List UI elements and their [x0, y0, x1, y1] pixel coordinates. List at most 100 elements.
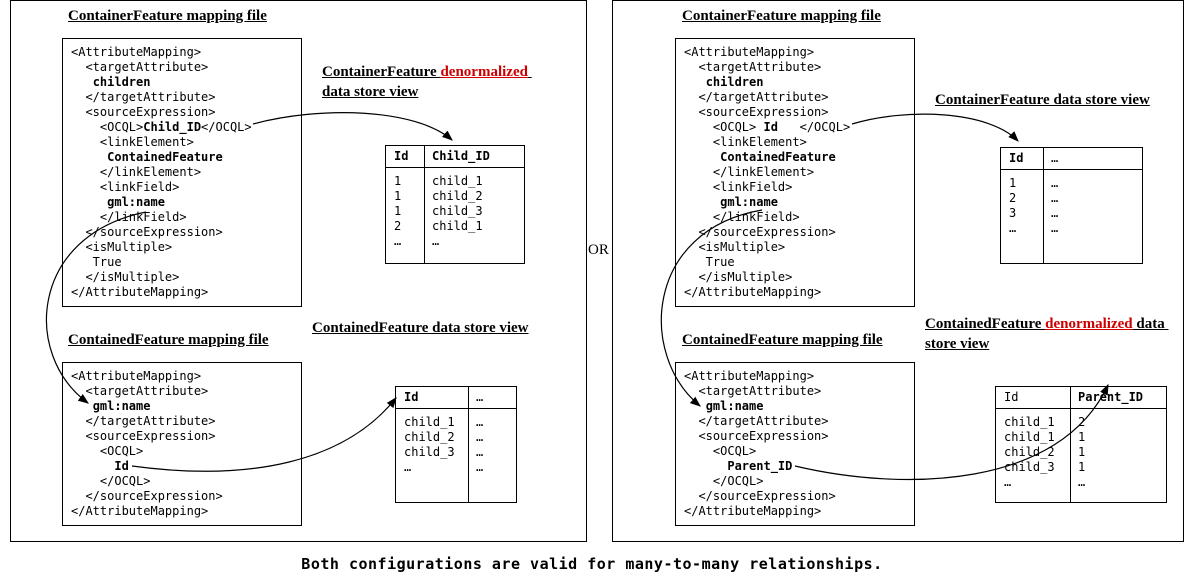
text-segment: <targetAttribute>: [71, 60, 209, 74]
code-line: <sourceExpression>: [684, 105, 906, 120]
table-cell: …: [1051, 176, 1059, 190]
text-segment: </AttributeMapping>: [71, 504, 209, 518]
text-segment: <OCQL>: [71, 120, 144, 134]
text-segment: Id: [763, 120, 778, 134]
table-cell: child_2: [1004, 445, 1055, 459]
text-segment: [684, 75, 706, 89]
text-segment: </OCQL>: [777, 120, 851, 134]
code-line: <sourceExpression>: [71, 105, 293, 120]
table-cell: …: [1078, 475, 1086, 489]
table-cell: 1: [1078, 460, 1086, 474]
text-segment: <AttributeMapping>: [71, 45, 202, 59]
table-cell: child_2: [432, 189, 483, 203]
text-segment: Child_ID: [143, 120, 202, 134]
table-cell: …: [1051, 191, 1059, 205]
text-segment: <sourceExpression>: [684, 105, 829, 119]
text-segment: children: [92, 75, 151, 89]
table-row: child_3…: [396, 445, 516, 460]
column-header: Child_ID: [432, 149, 490, 163]
code-line: <linkField>: [684, 180, 906, 195]
red-text-segment: denormalized: [1045, 316, 1133, 332]
text-segment: <OCQL>: [71, 444, 144, 458]
text-segment: </sourceExpression>: [71, 225, 223, 239]
text-segment: <linkElement>: [71, 135, 194, 149]
text-segment: </AttributeMapping>: [71, 285, 209, 299]
table-cell: 2: [1078, 415, 1086, 429]
table-cell: child_1: [432, 219, 483, 233]
text-segment: [71, 150, 107, 164]
text-segment: <targetAttribute>: [71, 384, 209, 398]
right-container-mapping-title: ContainerFeature mapping file: [682, 8, 881, 24]
table-cell: child_3: [432, 204, 483, 218]
table-cell: 1: [1078, 445, 1086, 459]
table-cell: …: [1051, 221, 1059, 235]
code-line: <linkField>: [71, 180, 293, 195]
column-header: …: [1051, 151, 1059, 165]
table-row: child_1 2: [996, 409, 1166, 430]
text-segment: ContainedFeature: [107, 150, 223, 164]
table-cell: child_2: [404, 430, 455, 444]
code-line: </linkField>: [71, 210, 293, 225]
text-segment: </isMultiple>: [71, 270, 180, 284]
code-line: <OCQL>Child_ID</OCQL>: [71, 120, 293, 135]
table-cell: child_1: [404, 415, 455, 429]
text-segment: <sourceExpression>: [71, 105, 216, 119]
code-line: <sourceExpression>: [684, 429, 906, 444]
text-segment: ContainedFeature: [720, 150, 836, 164]
text-segment: </linkField>: [71, 210, 187, 224]
bottom-caption: Both configurations are valid for many-t…: [301, 555, 883, 573]
code-line: <linkElement>: [71, 135, 293, 150]
table-cell: …: [432, 234, 440, 248]
text-segment: [71, 75, 93, 89]
code-line: </AttributeMapping>: [71, 285, 293, 300]
or-label: OR: [588, 242, 609, 258]
text-segment: gml:name: [107, 195, 165, 209]
text-segment: <isMultiple>: [71, 240, 173, 254]
table-cell: …: [476, 445, 484, 459]
table-cell: 1: [1078, 430, 1086, 444]
code-line: <sourceExpression>: [71, 429, 293, 444]
text-segment: <sourceExpression>: [71, 429, 216, 443]
text-segment: ContainedFeature: [925, 316, 1046, 332]
code-line: </sourceExpression>: [71, 225, 293, 240]
table-cell: …: [1004, 475, 1012, 489]
code-line: gml:name: [684, 399, 906, 414]
table-cell: child_1: [1004, 415, 1055, 429]
table-cell: …: [1051, 206, 1059, 220]
text-segment: </AttributeMapping>: [684, 504, 822, 518]
text-segment: </sourceExpression>: [684, 225, 836, 239]
text-segment: True: [684, 255, 735, 269]
text-segment: data store view: [322, 64, 532, 100]
code-line: </isMultiple>: [71, 270, 293, 285]
text-segment: <AttributeMapping>: [684, 369, 815, 383]
right-container-datastore-table: Id…1…2…3………: [1000, 147, 1143, 264]
text-segment: <sourceExpression>: [684, 429, 829, 443]
table-cell: 1: [394, 204, 402, 218]
table-header-row: Id…: [396, 387, 516, 409]
table-cell: child_1: [432, 174, 483, 188]
table-cell: 1: [394, 174, 402, 188]
code-line: gml:name: [684, 195, 906, 210]
text-segment: children: [705, 75, 764, 89]
text-segment: </isMultiple>: [684, 270, 793, 284]
text-segment: <OCQL>: [684, 444, 757, 458]
code-line: ContainedFeature: [684, 150, 906, 165]
text-segment: <linkField>: [71, 180, 180, 194]
code-line: <AttributeMapping>: [71, 45, 293, 60]
text-segment: [71, 399, 93, 413]
code-line: <OCQL> Id </OCQL>: [684, 120, 906, 135]
text-segment: Parent_ID: [727, 459, 793, 473]
text-segment: <linkElement>: [684, 135, 807, 149]
table-row: 2…: [1001, 191, 1142, 206]
code-line: </AttributeMapping>: [684, 504, 906, 519]
text-segment: </sourceExpression>: [71, 489, 223, 503]
code-line: Parent_ID: [684, 459, 906, 474]
left-container-mapping-code: <AttributeMapping> <targetAttribute> chi…: [62, 38, 302, 307]
